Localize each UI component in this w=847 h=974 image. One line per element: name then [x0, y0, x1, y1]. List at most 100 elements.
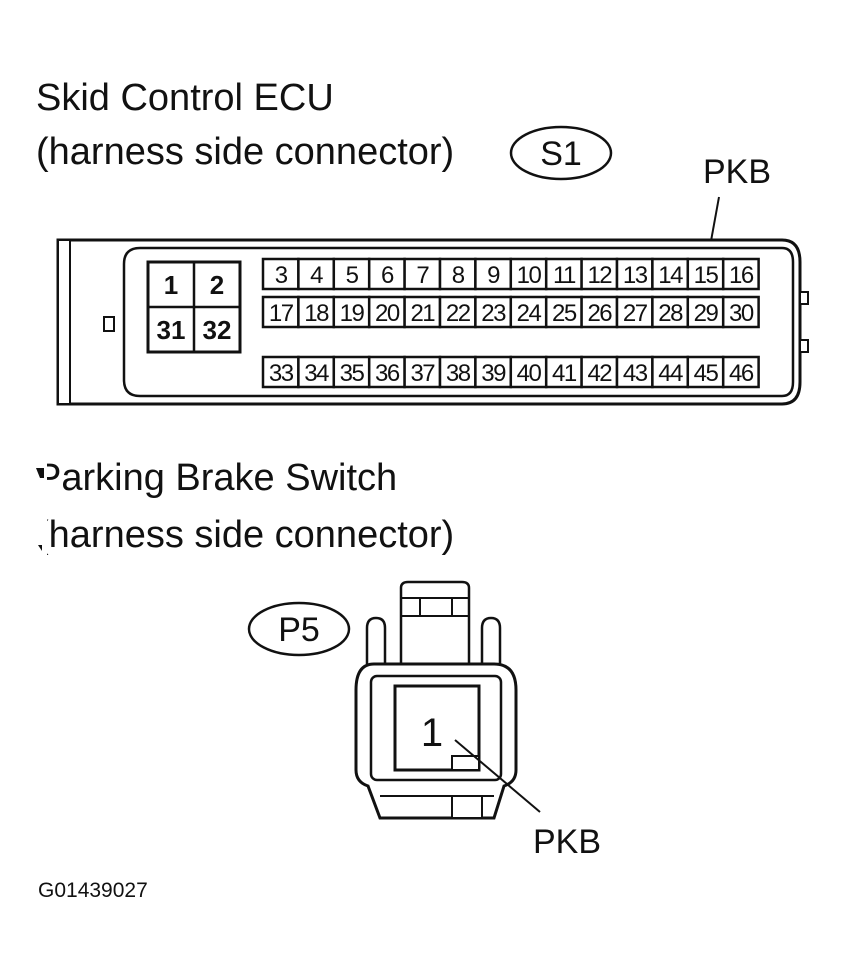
ecu-pin-23: 23 [481, 300, 506, 327]
ecu-pin-cell [474, 295, 513, 329]
ecu-pin-cell [261, 295, 300, 329]
switch-latch-window [419, 597, 453, 617]
ecu-pin-27: 27 [623, 300, 648, 327]
ecu-pin-19: 19 [340, 300, 365, 327]
switch-subtitle-fragment [38, 545, 42, 551]
ecu-pin-24: 24 [517, 300, 542, 327]
ecu-right-tab-upper [799, 291, 809, 305]
ecu-connector-id-badge [509, 125, 613, 181]
ecu-pin-cell [721, 355, 760, 389]
ecu-pin-5: 5 [346, 262, 359, 289]
ecu-pin-41: 41 [552, 360, 577, 387]
ecu-pin-14: 14 [658, 262, 683, 289]
ecu-pin-4: 4 [310, 262, 323, 289]
ecu-pin-45: 45 [694, 360, 719, 387]
ecu-pin-10: 10 [517, 262, 542, 289]
switch-latch [399, 580, 471, 664]
switch-left-prong [365, 616, 387, 664]
ecu-pin-cell [438, 355, 477, 389]
ecu-pin-cell [651, 295, 690, 329]
figure-code: G01439027 [38, 879, 148, 902]
ecu-pin-34: 34 [304, 360, 329, 387]
ecu-pin-cell [509, 355, 548, 389]
ecu-connector-id: S1 [540, 135, 582, 173]
ecu-pin-row-2: 17 18 19 20 21 22 23 24 25 26 27 28 29 30 [261, 295, 760, 329]
ecu-pin-cell [332, 295, 371, 329]
ecu-pin-20: 20 [375, 300, 400, 327]
ecu-subtitle: (harness side connector) [36, 131, 454, 173]
switch-subtitle: (harness side connector) [36, 514, 454, 556]
ecu-pin-44: 44 [658, 360, 683, 387]
ecu-pin-15: 15 [694, 262, 719, 289]
switch-terminal-key [451, 755, 480, 771]
ecu-pin-28: 28 [658, 300, 683, 327]
ecu-pin-30: 30 [729, 300, 754, 327]
switch-title: Parking Brake Switch [36, 457, 397, 499]
ecu-inner-frame [122, 246, 795, 398]
ecu-pin-46: 46 [729, 360, 754, 387]
ecu-pin-cell [474, 257, 513, 291]
ecu-pin-cell [544, 295, 583, 329]
ecu-pin-37: 37 [410, 360, 435, 387]
ecu-pin-43: 43 [623, 360, 648, 387]
ecu-pin-cell [509, 257, 548, 291]
switch-pkb-label: PKB [533, 823, 601, 861]
switch-pkb-leader [454, 739, 541, 813]
switch-right-prong [480, 616, 502, 664]
ecu-pin-33: 33 [269, 360, 294, 387]
ecu-pin-cell [403, 295, 442, 329]
ecu-pin-29: 29 [694, 300, 719, 327]
ecu-pin-22: 22 [446, 300, 471, 327]
ecu-pin-35: 35 [340, 360, 365, 387]
ecu-pin-1: 1 [164, 270, 178, 300]
ecu-pin-cell [297, 355, 336, 389]
ecu-pin-21: 21 [410, 300, 435, 327]
ecu-pin-25: 25 [552, 300, 577, 327]
ecu-pin-2: 2 [210, 270, 224, 300]
ecu-pin-cell [615, 257, 654, 291]
ecu-side-latch [103, 316, 115, 332]
ecu-pin-36: 36 [375, 360, 400, 387]
ecu-pin-26: 26 [587, 300, 612, 327]
ecu-pin-13: 13 [623, 262, 648, 289]
ecu-pin-cell [686, 355, 725, 389]
ecu-pin-cell [651, 257, 690, 291]
ecu-pkb-label: PKB [703, 153, 771, 191]
ecu-pin-31: 31 [157, 315, 186, 345]
ecu-pin-cell [261, 257, 300, 291]
ecu-pin-cell [580, 295, 619, 329]
ecu-pin-11: 11 [553, 262, 576, 289]
ecu-pin-cell [544, 355, 583, 389]
ecu-pin-cell [509, 295, 548, 329]
ecu-pin-16: 16 [729, 262, 754, 289]
ecu-pin-cell [367, 295, 406, 329]
ecu-pin-18: 18 [304, 300, 329, 327]
ecu-housing-edge [57, 239, 71, 405]
ecu-pin-40: 40 [517, 360, 542, 387]
ecu-pin-3: 3 [275, 262, 288, 289]
ecu-pin-42: 42 [587, 360, 612, 387]
ecu-pin-6: 6 [381, 262, 394, 289]
ecu-pin-cell [721, 257, 760, 291]
switch-connector-id: P5 [278, 611, 320, 649]
ecu-pin-12: 12 [587, 262, 612, 289]
ecu-title: Skid Control ECU [36, 77, 334, 119]
switch-connector-id-badge [247, 601, 351, 657]
ecu-pin-9: 9 [487, 262, 500, 289]
ecu-pin-7: 7 [416, 262, 429, 289]
ecu-pin-cell [580, 355, 619, 389]
ecu-pin-cell [651, 355, 690, 389]
ecu-pin-cell [403, 257, 442, 291]
switch-pin-1: 1 [421, 711, 443, 755]
switch-inner-frame [369, 674, 503, 782]
ecu-pin-cell [686, 257, 725, 291]
ecu-pin-38: 38 [446, 360, 471, 387]
ecu-pin-cell [367, 355, 406, 389]
switch-skirt-notch [451, 795, 483, 819]
ecu-pin-17: 17 [269, 300, 294, 327]
